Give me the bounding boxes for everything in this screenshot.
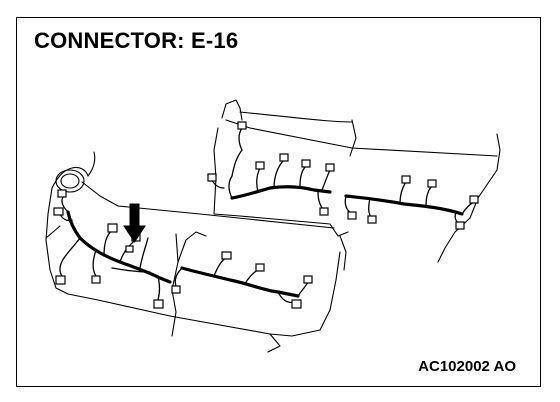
connector-pointer-arrow [123,203,146,243]
front-body-panel [45,151,341,353]
front-harness-trunk [66,210,300,298]
figure-code: AC102002 AO [418,358,516,375]
diagram-frame [16,17,541,387]
diagram-title: CONNECTOR: E-16 [34,28,239,53]
rear-harness-trunk [230,185,464,216]
connector-blocks [53,121,479,309]
branch-wires [59,127,475,304]
